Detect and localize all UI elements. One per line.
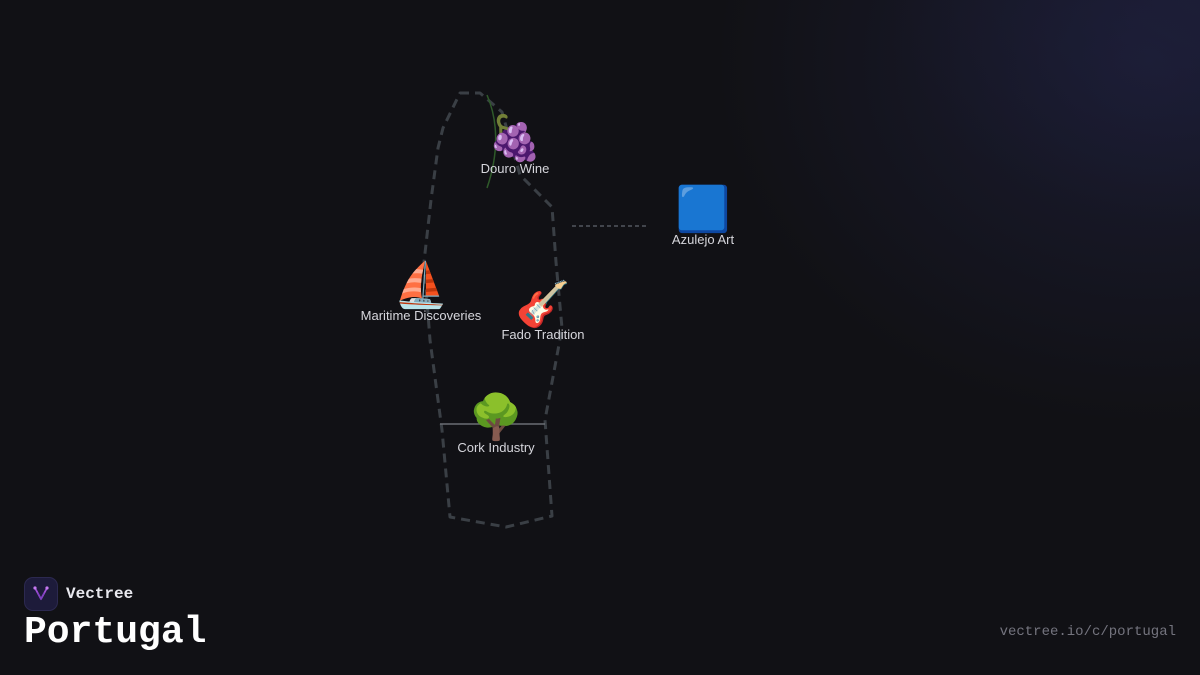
poi-fado-tradition[interactable]: 🎸 Fado Tradition	[453, 281, 633, 343]
tree-icon: 🌳	[468, 392, 524, 443]
poi-maritime-discoveries[interactable]: ⛵ Maritime Discoveries	[331, 262, 511, 324]
brand-name: Vectree	[66, 585, 134, 603]
douro-river	[486, 94, 497, 189]
grapes-icon: 🍇	[487, 113, 543, 164]
poi-azulejo-art[interactable]: 🟦 Azulejo Art	[613, 186, 793, 248]
poi-label: Azulejo Art	[671, 232, 735, 247]
poi-label: Cork Industry	[457, 440, 535, 455]
sailboat-icon: ⛵	[393, 260, 449, 311]
poi-label: Maritime Discoveries	[360, 308, 482, 323]
page-title: Portugal	[24, 611, 207, 654]
portugal-border	[422, 91, 564, 529]
page-url[interactable]: vectree.io/c/portugal	[999, 624, 1176, 640]
guitar-icon: 🎸	[515, 279, 571, 330]
poi-label: Douro Wine	[480, 161, 550, 176]
poi-douro-wine[interactable]: 🍇 Douro Wine	[425, 115, 605, 177]
vectree-logo-icon	[24, 577, 58, 611]
poi-cork-industry[interactable]: 🌳 Cork Industry	[406, 394, 586, 456]
poi-label: Fado Tradition	[501, 327, 585, 342]
brand[interactable]: Vectree	[24, 577, 133, 611]
blue-square-icon: 🟦	[675, 184, 731, 235]
